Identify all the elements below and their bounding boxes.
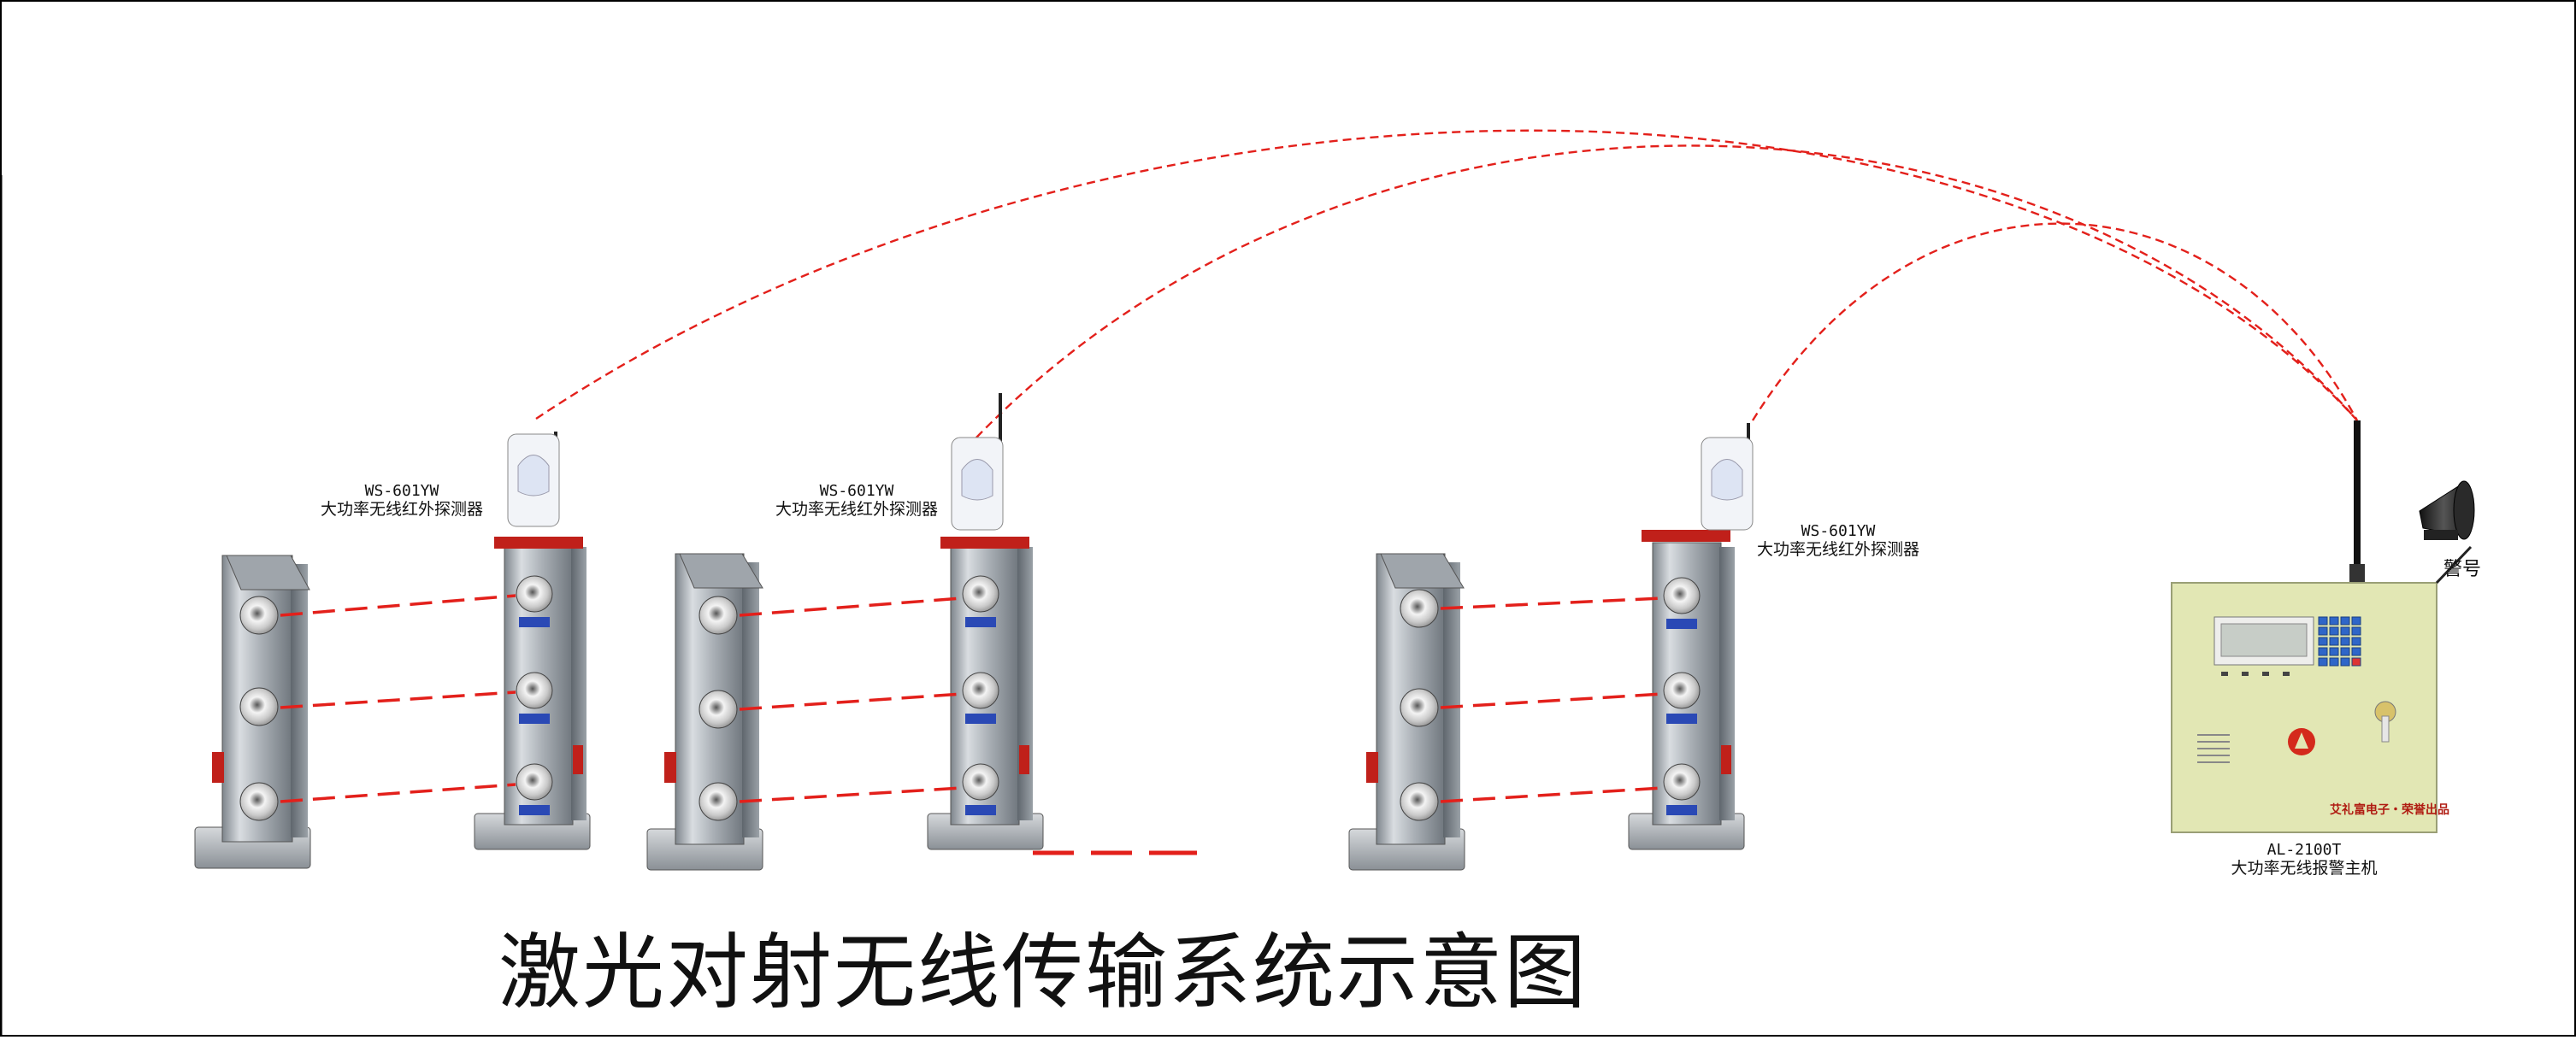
keypad-key	[2318, 637, 2328, 646]
keypad-key	[2329, 626, 2339, 636]
laser-beams-2	[739, 596, 963, 803]
keypad-key	[2340, 616, 2350, 626]
keypad-key	[2351, 637, 2361, 646]
keypad-key	[2329, 657, 2339, 667]
transmitter-post-2	[646, 553, 763, 871]
laser-pair-1	[194, 432, 591, 869]
detector-model-2: WS-601YW	[819, 482, 894, 500]
laser-beams-1	[280, 594, 516, 803]
keypad-key	[2318, 626, 2328, 636]
keypad-key	[2318, 647, 2328, 656]
detector-label-1: WS-601YW 大功率无线红外探测器	[299, 482, 504, 520]
wireless-links	[535, 129, 2359, 438]
host-model: AL-2100T	[2267, 841, 2342, 859]
host-desc: 大功率无线报警主机	[2231, 858, 2378, 878]
laser-beams-3	[1440, 596, 1664, 803]
laser-pair-2	[646, 393, 1044, 871]
detector-desc-1: 大功率无线红外探测器	[320, 499, 483, 519]
keypad-key	[2340, 657, 2350, 667]
wireless-link-2	[976, 144, 2358, 438]
wireless-detector-3	[1701, 423, 1754, 531]
wireless-detector-1	[507, 432, 560, 527]
keypad-key	[2351, 616, 2361, 626]
host-brand-text: 艾礼富电子・荣誉出品	[2330, 802, 2449, 817]
transmitter-post-3	[1348, 553, 1465, 871]
diagram-title: 激光对射无线传输系统示意图	[498, 925, 1588, 1020]
keypad-key	[2340, 637, 2350, 646]
keypad-key	[2329, 647, 2339, 656]
host-label: AL-2100T 大功率无线报警主机	[2193, 841, 2415, 878]
detector-model-3: WS-601YW	[1801, 522, 1876, 540]
detector-model-1: WS-601YW	[364, 482, 439, 500]
detector-desc-2: 大功率无线红外探测器	[775, 499, 938, 519]
keypad-key	[2318, 657, 2328, 667]
detector-label-2: WS-601YW 大功率无线红外探测器	[754, 482, 959, 520]
keypad	[2318, 616, 2361, 667]
keypad-key	[2351, 657, 2361, 667]
keypad-key	[2329, 616, 2339, 626]
laser-pair-3	[1348, 423, 1754, 871]
alarm-host: 艾礼富电子・荣誉出品	[2171, 420, 2475, 833]
wireless-link-3	[1751, 222, 2359, 421]
transmitter-post-1	[194, 555, 311, 869]
wireless-link-1	[535, 129, 2358, 421]
keypad-key	[2351, 647, 2361, 656]
siren-label: 警号	[2443, 559, 2482, 580]
keypad-key	[2340, 626, 2350, 636]
detector-label-3: WS-601YW 大功率无线红外探测器	[1736, 522, 1941, 560]
keypad-key	[2318, 616, 2328, 626]
detector-desc-3: 大功率无线红外探测器	[1756, 539, 1919, 559]
speaker-vent	[2197, 734, 2230, 763]
keypad-key	[2340, 647, 2350, 656]
keypad-key	[2329, 637, 2339, 646]
receiver-post-3	[1628, 530, 1745, 850]
keypad-key	[2351, 626, 2361, 636]
wireless-detector-2	[951, 393, 1004, 531]
siren-icon	[2419, 480, 2475, 585]
receiver-post-2	[927, 537, 1044, 850]
receiver-post-1	[474, 537, 591, 850]
